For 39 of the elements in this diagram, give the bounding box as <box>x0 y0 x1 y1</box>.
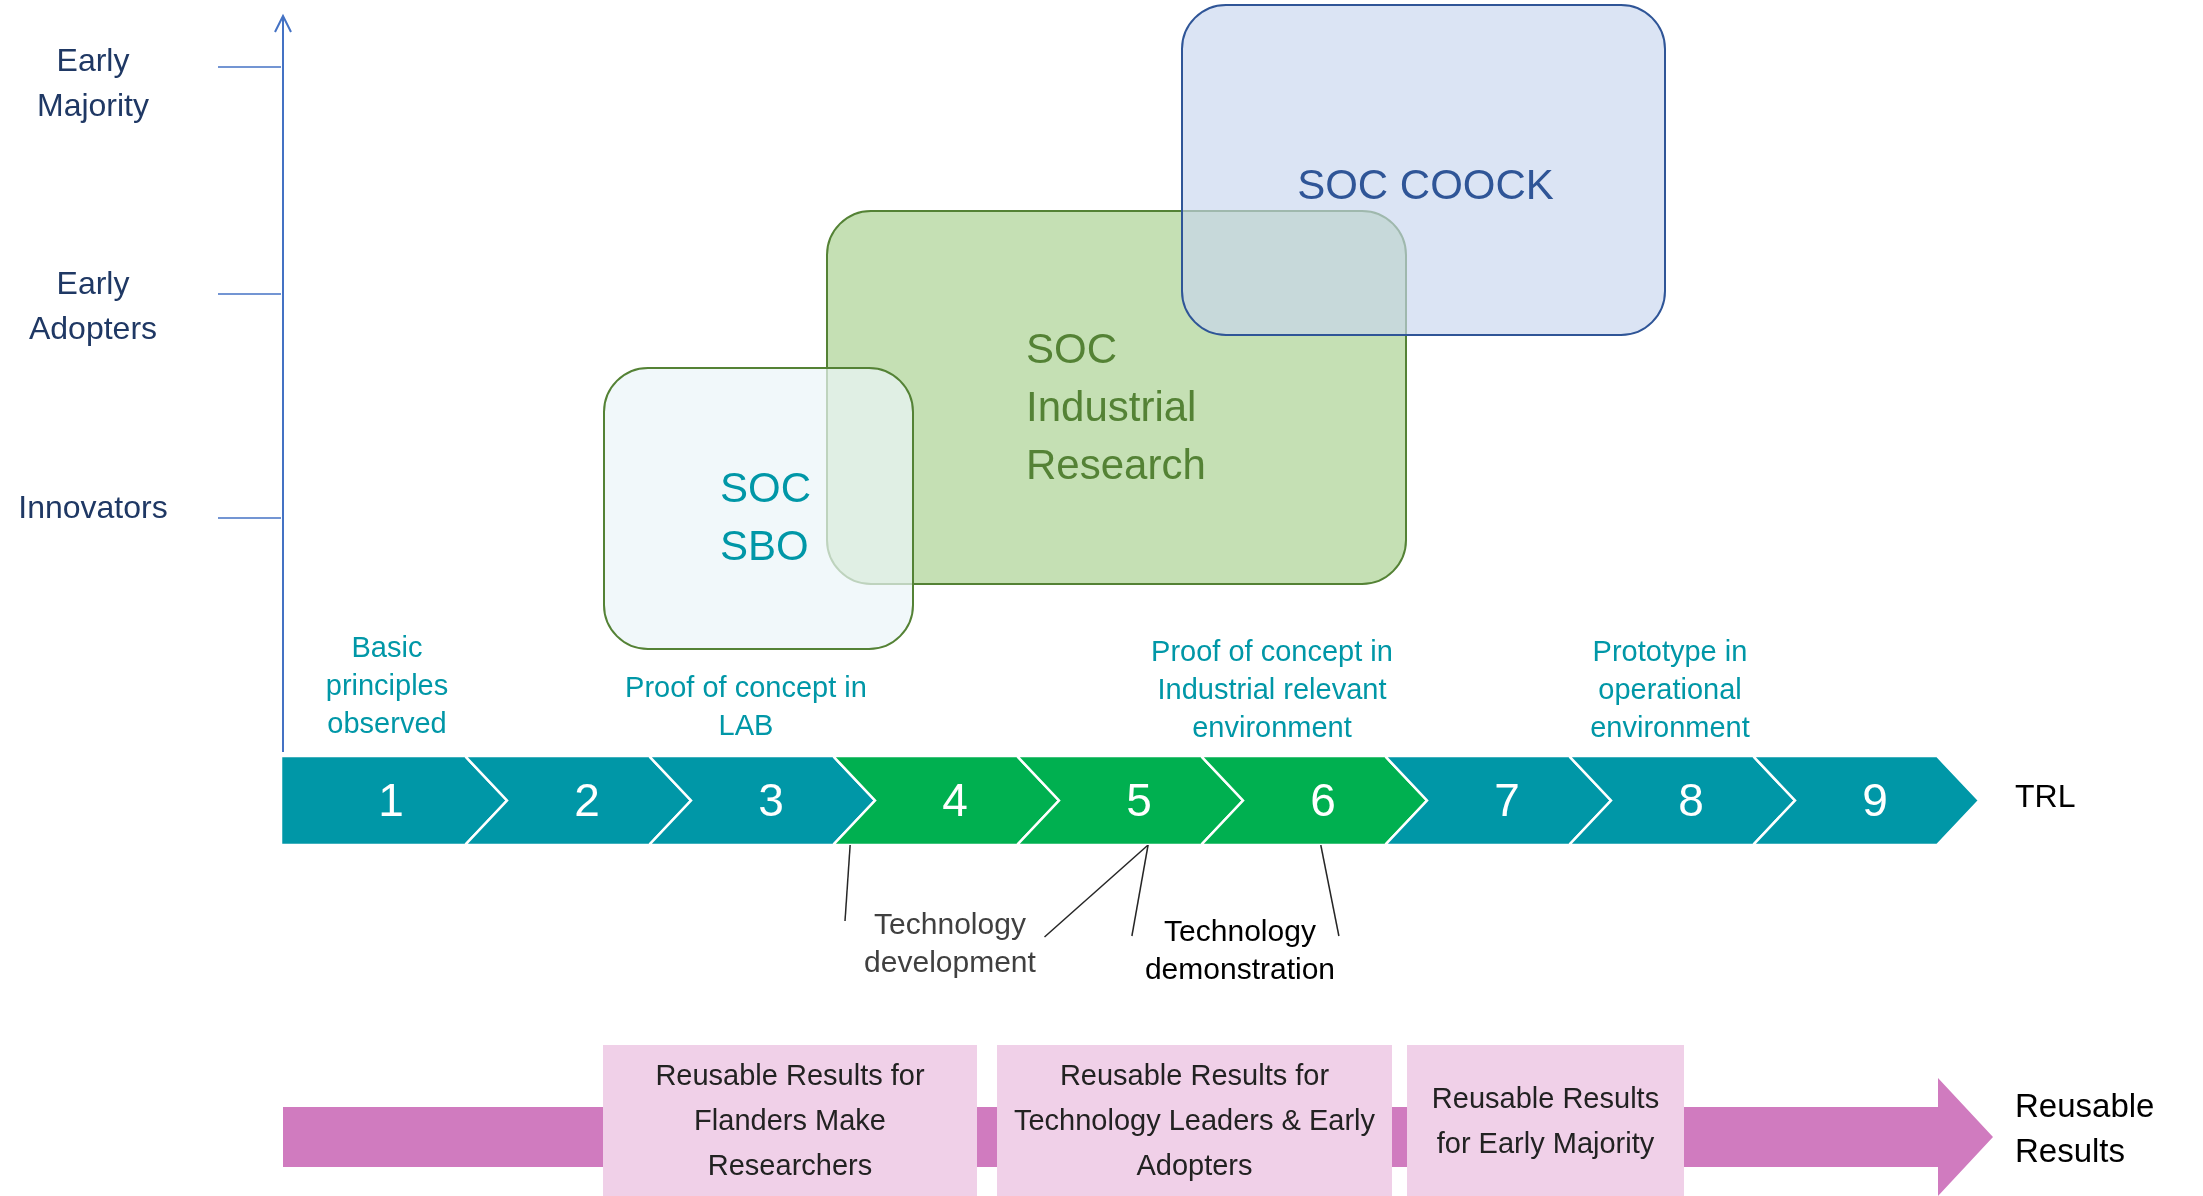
box-title: SOC Industrial Research <box>1026 324 1207 490</box>
axis-label: Early Adopters <box>27 264 159 348</box>
trl-number: 8 <box>1677 774 1705 826</box>
result-box <box>603 1045 977 1196</box>
trl-number: 9 <box>1861 774 1889 826</box>
axis-label: TRL <box>2015 777 2077 816</box>
chevron-step <box>649 756 875 845</box>
chevron-step <box>1017 756 1243 845</box>
axis-label: Early Majority <box>36 41 150 125</box>
result-text: Reusable Results for Technology Leaders & Early Adopters <box>1012 1058 1377 1183</box>
result-text: Reusable Results for Flanders Make Researchers <box>654 1058 926 1183</box>
result-box <box>997 1045 1392 1196</box>
trl-number: 4 <box>941 774 969 826</box>
trl-number: 2 <box>573 774 601 826</box>
trl-number: 7 <box>1493 774 1521 826</box>
chevron-step <box>465 756 691 845</box>
rounded-box <box>1181 4 1666 336</box>
axis-label: Innovators <box>17 488 169 527</box>
trl-description: Proof of concept in LAB <box>624 670 868 743</box>
chevron-step <box>1385 756 1611 845</box>
result-box <box>1407 1045 1684 1196</box>
trl-description: Proof of concept in Industrial relevant environment <box>1150 634 1394 745</box>
stage-label: Technology development <box>845 905 1055 985</box>
rounded-box <box>603 367 914 650</box>
rounded-box <box>826 210 1407 585</box>
chevron-step <box>1569 756 1795 845</box>
trl-number: 3 <box>757 774 785 826</box>
trl-number: 5 <box>1125 774 1153 826</box>
result-text: Reusable Results for Early Majority <box>1430 1080 1661 1161</box>
chevron-step <box>1201 756 1427 845</box>
box-title: SOC SBO <box>720 463 812 571</box>
chevron-step <box>833 756 1059 845</box>
box-title: SOC COOCK <box>1296 160 1555 210</box>
trl-description: Prototype in operational environment <box>1589 634 1751 745</box>
axis-label: Reusable Results <box>2015 1086 2156 1171</box>
trl-number: 6 <box>1309 774 1337 826</box>
stage-label: Technology demonstration <box>1125 912 1355 992</box>
chevron-step <box>1753 756 1979 845</box>
trl-description: Basic principles observed <box>324 630 450 741</box>
